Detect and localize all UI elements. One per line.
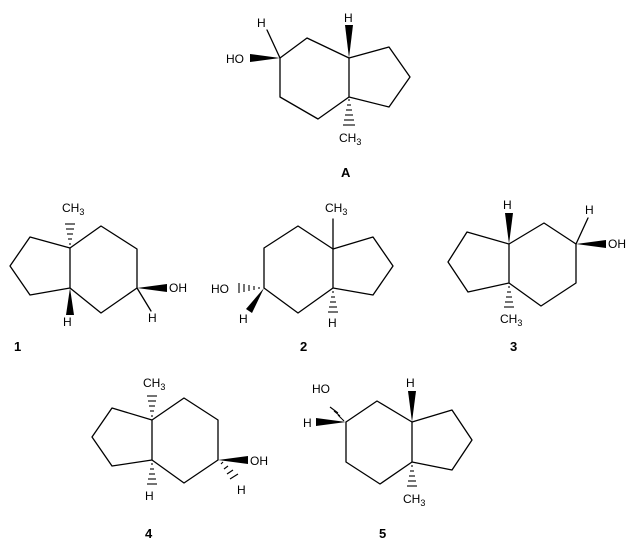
ring-bonds xyxy=(91,407,153,467)
ring-bonds xyxy=(151,397,219,484)
ring-bonds xyxy=(345,400,413,485)
hydrogen-label: H xyxy=(585,203,594,217)
molecule-label: 5 xyxy=(379,526,386,541)
hashed-bond xyxy=(407,465,417,487)
hydrogen-label: H xyxy=(148,311,157,325)
molecule-3: H CH3 OH H 3 xyxy=(447,198,626,354)
hashed-bond xyxy=(504,286,514,308)
ring-bonds xyxy=(69,225,138,314)
methyl-label: CH3 xyxy=(403,492,425,508)
hydrogen-label: H xyxy=(257,16,266,30)
wedge-bond xyxy=(408,391,416,422)
hydroxyl-label: OH xyxy=(250,454,268,468)
hydrogen-label: H xyxy=(239,312,248,326)
molecule-5: HO H H CH3 5 xyxy=(303,376,473,541)
hashed-bond xyxy=(147,463,157,485)
wedge-bond xyxy=(137,284,167,292)
molecule-label: 1 xyxy=(14,339,21,354)
hashed-bond xyxy=(220,461,239,480)
hashed-bond xyxy=(329,406,345,422)
methyl-label: CH3 xyxy=(325,201,347,217)
wedge-bond xyxy=(345,25,353,58)
ring-bonds xyxy=(348,46,411,108)
hydrogen-label: H xyxy=(303,416,312,430)
hashed-bond xyxy=(65,223,75,245)
hydroxyl-label: HO xyxy=(211,282,229,296)
wedge-bond xyxy=(316,418,346,426)
hydroxyl-label: OH xyxy=(608,237,626,251)
methyl-label: CH3 xyxy=(339,131,361,147)
hydrogen-label: H xyxy=(63,315,72,329)
molecule-a: HO H H CH3 A xyxy=(226,11,411,180)
molecule-label: 4 xyxy=(145,526,153,541)
hydrogen-label: H xyxy=(145,489,154,503)
molecule-2: HO H CH3 H 2 xyxy=(211,201,394,354)
molecule-label: A xyxy=(341,165,351,180)
molecule-label: 2 xyxy=(300,339,307,354)
molecule-label: 3 xyxy=(510,339,517,354)
hydrogen-label: H xyxy=(344,11,353,25)
hydroxyl-label: HO xyxy=(312,382,330,396)
ring-bonds xyxy=(332,236,394,296)
methyl-label: CH3 xyxy=(62,201,84,217)
molecule-1: CH3 H OH H 1 xyxy=(9,201,187,354)
hydroxyl-label: OH xyxy=(169,281,187,295)
h-bond xyxy=(575,217,589,245)
hydroxyl-label: HO xyxy=(226,52,244,66)
hydrogen-label: H xyxy=(237,483,246,497)
methyl-label: CH3 xyxy=(143,376,165,392)
hydrogen-label: H xyxy=(406,376,415,390)
hashed-bond xyxy=(238,283,260,293)
hydrogen-label: H xyxy=(503,198,512,212)
hashed-bond xyxy=(328,291,338,313)
ring-bonds xyxy=(263,225,334,314)
ring-bonds xyxy=(411,409,473,471)
ring-bonds xyxy=(508,222,577,307)
wedge-bond xyxy=(66,288,74,315)
h-bond xyxy=(136,287,152,312)
wedge-bond xyxy=(218,456,248,464)
hashed-bond xyxy=(343,99,355,126)
wedge-bond xyxy=(250,54,280,62)
hashed-bond xyxy=(147,395,157,417)
ring-bonds xyxy=(447,231,510,293)
ring-bonds xyxy=(9,236,71,296)
wedge-bond xyxy=(505,213,513,244)
wedge-bond xyxy=(246,288,264,313)
hydrogen-label: H xyxy=(328,316,337,330)
ring-bonds xyxy=(279,37,350,120)
h-bond xyxy=(266,29,281,59)
wedge-bond xyxy=(576,240,606,248)
molecule-4: CH3 H OH H 4 xyxy=(91,376,268,541)
methyl-label: CH3 xyxy=(500,312,522,328)
